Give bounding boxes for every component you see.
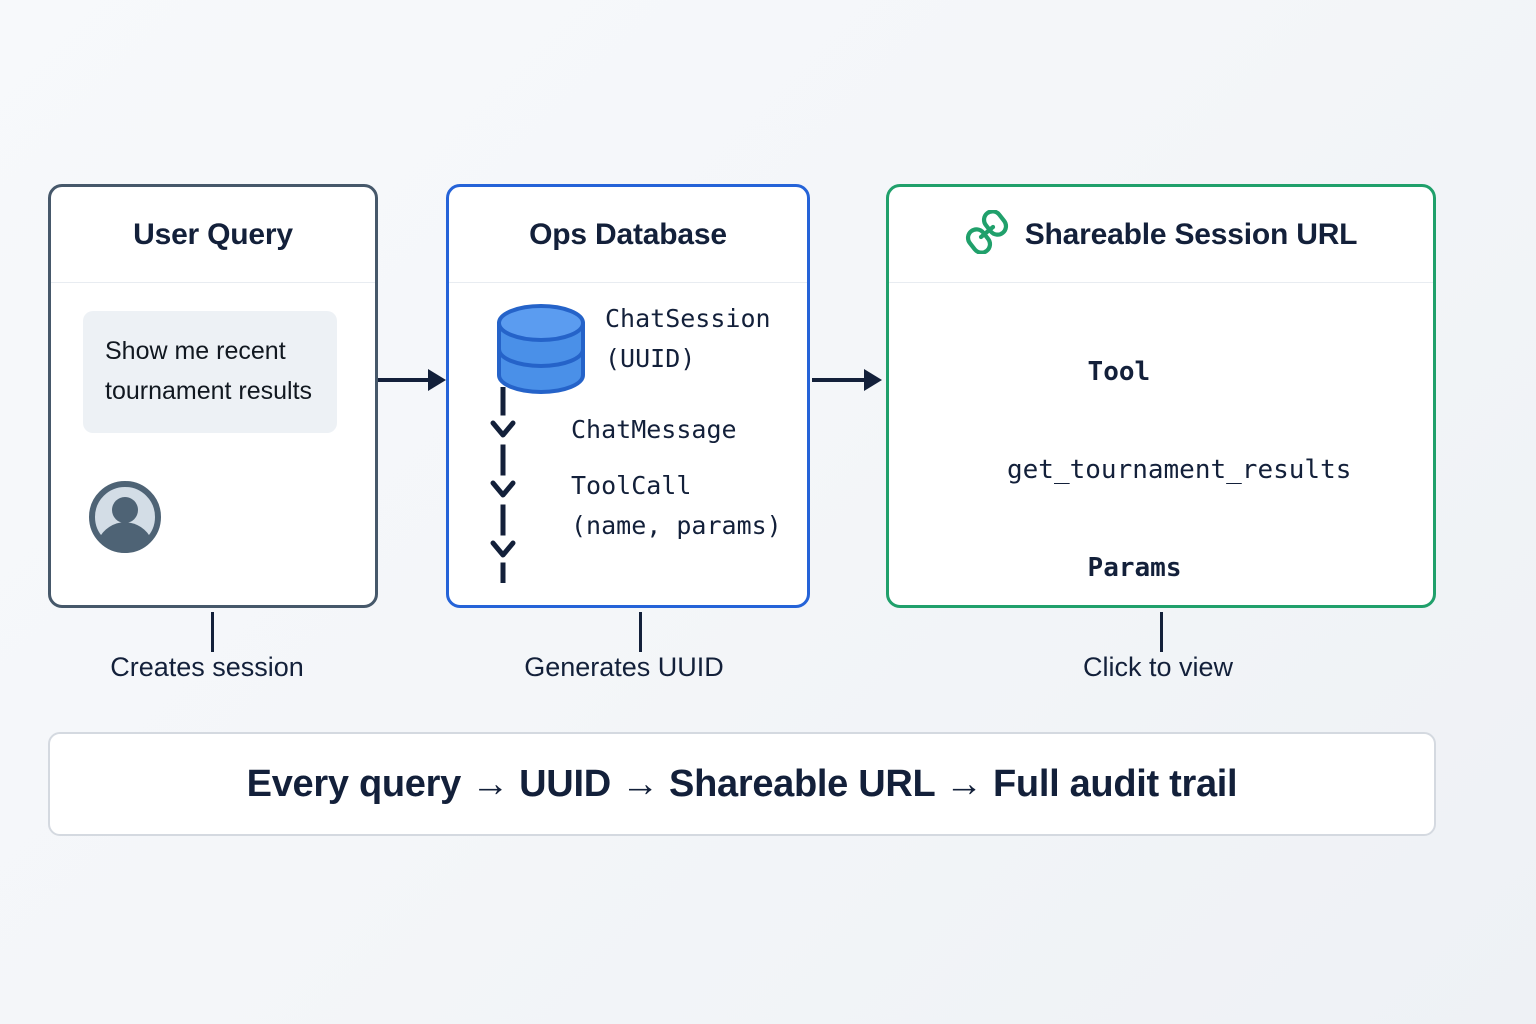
tick-user-query	[211, 612, 214, 652]
card-ops-database: Ops Database	[446, 184, 810, 608]
card-user-query: User Query Show me recent tournament res…	[48, 184, 378, 608]
entity-tool-call: ToolCall (name, params)	[571, 471, 782, 540]
summary-banner: Every query → UUID → Shareable URL → Ful…	[48, 732, 1436, 836]
arrow-database-to-session-url	[812, 366, 884, 399]
tick-shareable-session-url	[1160, 612, 1163, 652]
entity-chat-session: ChatSession (UUID)	[605, 304, 771, 373]
card-shareable-session-url[interactable]: Shareable Session URL Tool get_tournamen…	[886, 184, 1436, 608]
entity-chat-message: ChatMessage	[571, 415, 737, 444]
avatar	[89, 481, 161, 558]
entity-flow-arrows	[485, 386, 521, 588]
summary-banner-text: Every query → UUID → Shareable URL → Ful…	[246, 762, 1238, 805]
caption-creates-session: Creates session	[110, 652, 304, 682]
detail-key-params: Params	[1087, 553, 1182, 583]
caption-click-to-view: Click to view	[1082, 652, 1234, 682]
detail-value-tool: get_tournament_results	[1007, 455, 1352, 485]
caption-generates-uuid: Generates UUID	[524, 652, 724, 682]
detail-row-tool: Tool	[931, 299, 1432, 446]
detail-row-params: Params	[931, 495, 1432, 605]
link-icon	[965, 209, 1009, 259]
card-shareable-session-url-body: Tool get_tournament_results Params {date…	[889, 283, 1433, 605]
card-ops-database-title: Ops Database	[529, 217, 727, 251]
card-ops-database-body: ChatSession (UUID) ChatMessage ToolCall …	[449, 283, 807, 605]
card-user-query-header: User Query	[51, 187, 375, 283]
database-cylinder-icon	[493, 303, 589, 400]
arrow-user-query-to-database	[378, 366, 448, 399]
card-user-query-title: User Query	[133, 217, 293, 251]
tick-ops-database	[639, 612, 642, 652]
card-shareable-session-url-title: Shareable Session URL	[1024, 217, 1358, 251]
card-ops-database-header: Ops Database	[449, 187, 807, 283]
tool-call-detail-list: Tool get_tournament_results Params {date…	[931, 299, 1432, 605]
card-shareable-session-url-header: Shareable Session URL	[889, 187, 1433, 283]
user-query-bubble: Show me recent tournament results	[83, 311, 337, 433]
card-user-query-body: Show me recent tournament results	[51, 283, 375, 605]
detail-key-tool: Tool	[1087, 357, 1151, 387]
